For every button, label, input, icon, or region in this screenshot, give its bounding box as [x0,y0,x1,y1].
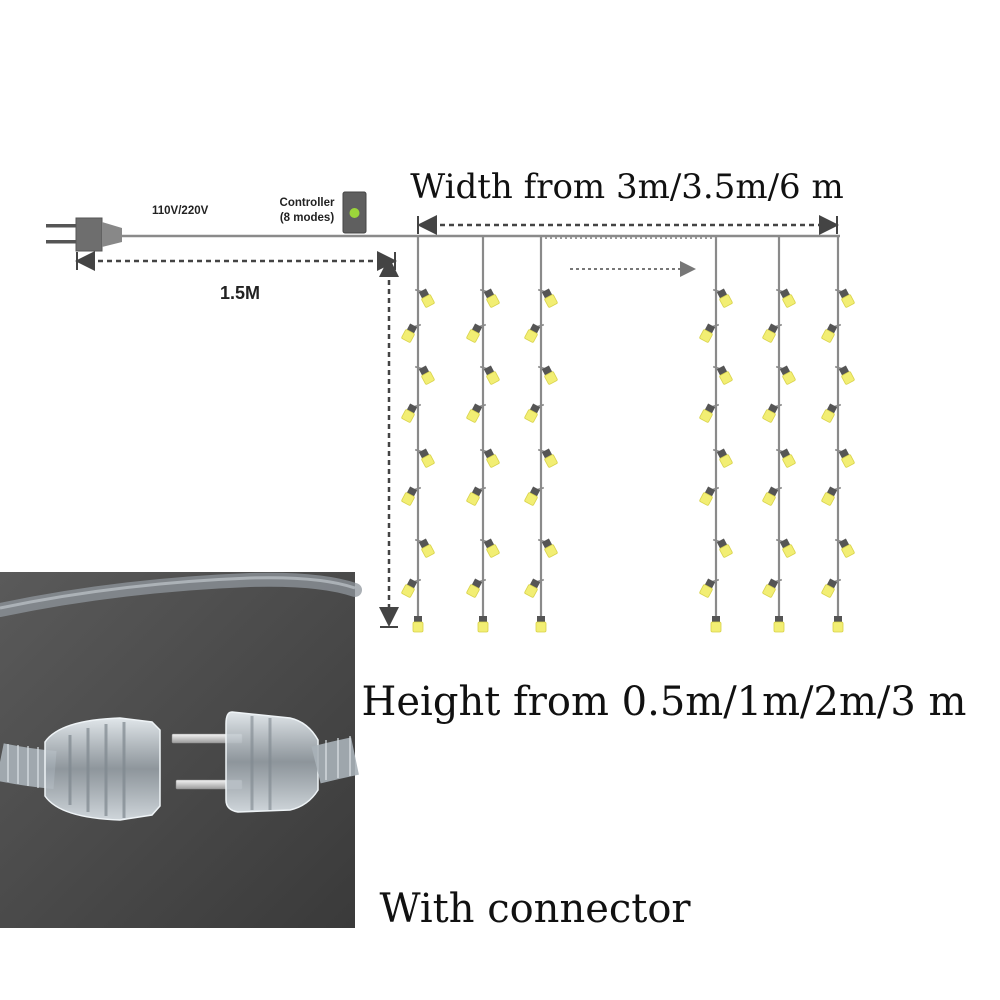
led-bulb-icon [466,323,487,343]
led-bulb-icon [414,288,435,308]
led-bulb-icon [762,403,783,423]
led-bulb-icon [775,288,796,308]
led-bulb-icon [775,538,796,558]
led-bulb-icon [834,538,855,558]
led-bulb-icon [775,365,796,385]
led-bulb-icon [821,578,842,598]
led-bulb-icon [699,403,720,423]
led-bulb-icon [821,323,842,343]
led-bulb-icon [414,365,435,385]
led-bulb-icon [712,288,733,308]
led-bulb-icon [401,403,422,423]
controller-led [349,208,360,218]
led-bulb-icon [710,616,722,633]
width-label: Width from 3m/3.5m/6 m [410,167,843,207]
led-bulb-icon [524,486,545,506]
controller-box-icon [342,191,367,234]
led-bulb-icon [524,578,545,598]
led-bulb-icon [537,448,558,468]
cable-length-label: 1.5M [220,283,260,303]
led-bulb-icon [834,288,855,308]
led-bulb-icon [712,365,733,385]
arrow-right-head [680,261,696,277]
led-bulb-icon [524,403,545,423]
led-bulb-icon [535,616,547,633]
led-bulb-icon [832,616,844,633]
led-bulb-icon [537,538,558,558]
led-bulb-icon [466,578,487,598]
led-bulb-icon [479,365,500,385]
led-bulb-icon [821,403,842,423]
controller-label-line1: Controller [280,197,335,209]
led-bulb-icon [479,538,500,558]
connector-label: With connector [379,886,691,932]
led-bulb-icon [414,538,435,558]
led-bulb-icon [699,486,720,506]
led-bulb-icon [537,288,558,308]
led-bulb-icon [712,538,733,558]
led-bulb-icon [477,616,489,633]
plug-icon [46,217,122,252]
led-bulb-icon [479,448,500,468]
led-bulb-icon [401,323,422,343]
led-bulb-icon [401,486,422,506]
led-bulb-icon [537,365,558,385]
led-bulb-icon [414,448,435,468]
led-bulb-icon [773,616,785,633]
led-bulb-icon [466,486,487,506]
led-bulb-icon [762,486,783,506]
led-bulb-icon [762,323,783,343]
led-bulb-icon [712,448,733,468]
led-bulb-icon [762,578,783,598]
plug-connector-photo [0,572,362,928]
led-bulb-icon [699,578,720,598]
height-label: Height from 0.5m/1m/2m/3 m [362,679,967,725]
led-bulb-icon [412,616,424,633]
led-bulb-icon [821,486,842,506]
voltage-label: 110V/220V [152,205,209,217]
led-bulb-icon [479,288,500,308]
led-strands [401,236,855,633]
led-bulb-icon [466,403,487,423]
led-bulb-icon [834,365,855,385]
led-bulb-icon [524,323,545,343]
led-bulb-icon [775,448,796,468]
led-bulb-icon [699,323,720,343]
led-bulb-icon [834,448,855,468]
led-bulb-icon [401,578,422,598]
controller-label-line2: (8 modes) [280,212,334,224]
